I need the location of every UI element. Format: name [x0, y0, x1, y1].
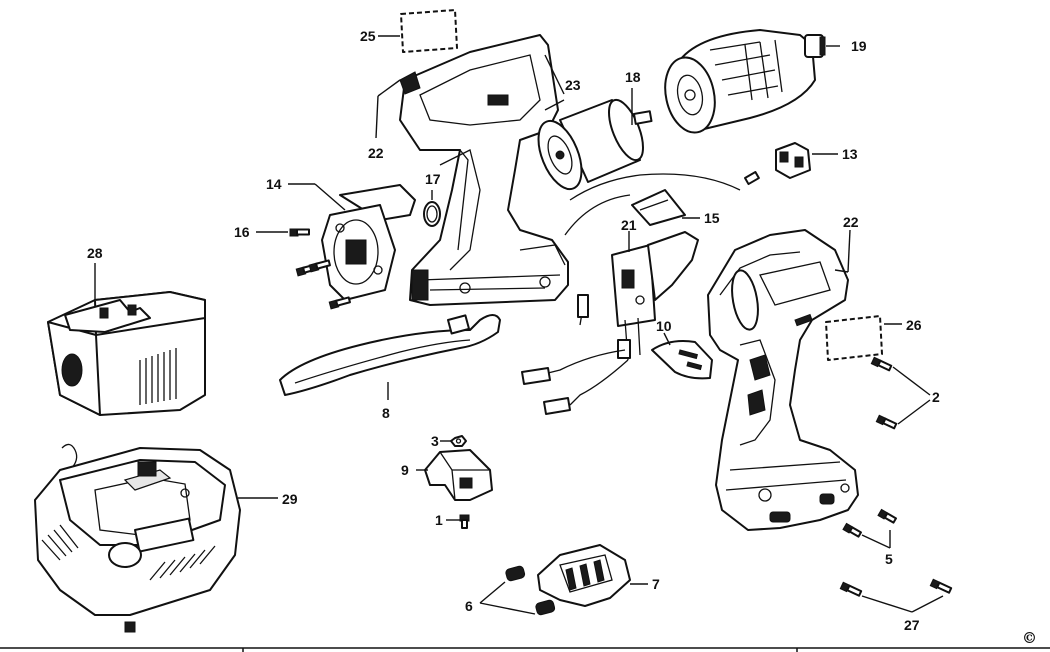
right-housing-half: [707, 229, 859, 531]
callout-9: 9: [401, 462, 409, 478]
copyright-symbol: ©: [1022, 629, 1037, 647]
callout-1: 1: [435, 512, 443, 528]
callout-19: 19: [851, 38, 867, 54]
charger-29: [34, 443, 241, 633]
battery-vents: [139, 348, 177, 405]
screws-27: [839, 578, 953, 597]
callout-14: 14: [266, 176, 282, 192]
callout-26: 26: [906, 317, 922, 333]
callout-10: 10: [656, 318, 672, 334]
callout-18: 18: [625, 69, 641, 85]
motor-18: [537, 98, 653, 191]
left-housing-half: [399, 34, 569, 306]
springs-6: [505, 565, 556, 616]
callout-21: 21: [621, 217, 637, 233]
wrist-strap-8: [279, 314, 501, 396]
label-plate-25: [400, 9, 458, 53]
nut-3: [450, 435, 467, 447]
part-9: [424, 449, 493, 501]
rear-cap-14: [321, 184, 416, 301]
callout-29: 29: [282, 491, 298, 507]
callout-7: 7: [652, 576, 660, 592]
callout-22-right: 22: [843, 214, 859, 230]
gearbox-19: [664, 29, 826, 134]
callout-2: 2: [932, 389, 940, 405]
leader-lines: [94, 35, 944, 615]
screws-5: [842, 508, 897, 538]
callout-17: 17: [425, 171, 441, 187]
callout-28: 28: [87, 245, 103, 261]
callout-6: 6: [465, 598, 473, 614]
brush-holder-13: [775, 142, 811, 179]
callout-13: 13: [842, 146, 858, 162]
callout-27: 27: [904, 617, 920, 633]
screw-1: [459, 514, 470, 529]
callout-22-left: 22: [368, 145, 384, 161]
wire-harness: [521, 349, 629, 415]
connector-15: [564, 171, 760, 236]
trigger-cover-10: [651, 340, 713, 380]
battery-pack-28: [47, 291, 206, 416]
switch-21: [577, 231, 699, 361]
callout-labels: 25 22 23 18 19 13 14 17 16 15 21 22 28 2…: [87, 28, 1037, 647]
callout-5: 5: [885, 551, 893, 567]
o-ring-17: [423, 201, 441, 227]
terminal-block-7: [537, 544, 631, 607]
callout-25: 25: [360, 28, 376, 44]
screws-16: [289, 228, 351, 310]
callout-23: 23: [565, 77, 581, 93]
callout-15: 15: [704, 210, 720, 226]
callout-16: 16: [234, 224, 250, 240]
callout-3: 3: [431, 433, 439, 449]
label-plate-26: [825, 315, 883, 361]
callout-8: 8: [382, 405, 390, 421]
charger-vents: [41, 524, 216, 581]
screws-2: [870, 356, 898, 430]
